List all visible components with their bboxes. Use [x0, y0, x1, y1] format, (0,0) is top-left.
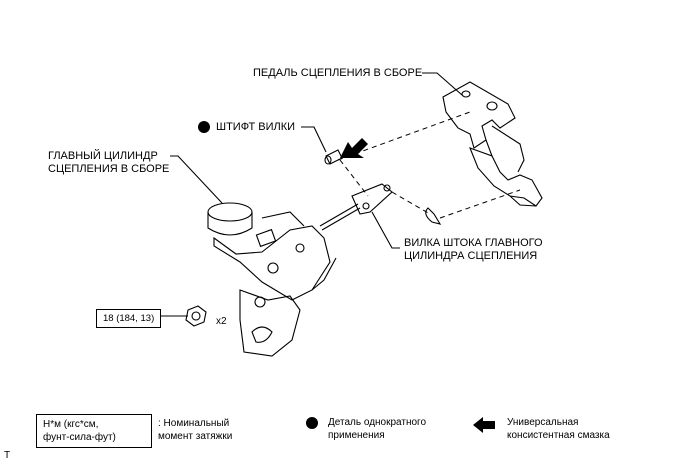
torque-value-box: 18 (184, 13): [96, 309, 162, 328]
label-push-rod-clevis-2: ЦИЛИНДРА СЦЕПЛЕНИЯ: [404, 250, 538, 262]
legend-grease-2: консистентная смазка: [507, 430, 610, 441]
legend-nonreusable-2: применения: [328, 430, 385, 441]
legend-torque-unit-2: фунт-сила-фут): [43, 432, 116, 443]
legend-torque-unit-1: Н*м (кгс*см,: [43, 419, 99, 430]
clutch-pedal-drawing: [442, 81, 543, 207]
label-master-cylinder-2: СЦЕПЛЕНИЯ В СБОРЕ: [48, 163, 170, 175]
quantity-label: x2: [216, 316, 227, 327]
master-cylinder-drawing: [207, 202, 337, 357]
grease-arrow-icon: [340, 138, 368, 158]
label-clutch-pedal: ПЕДАЛЬ СЦЕПЛЕНИЯ В СБОРЕ: [253, 67, 423, 79]
legend-torque-desc-2: момент затяжки: [158, 431, 233, 442]
legend-nonreusable-dot-icon: [306, 417, 318, 429]
legend-grease-1: Универсальная: [507, 417, 579, 428]
clevis-pin-drawing: [324, 149, 343, 165]
nonreusable-dot-icon: [198, 121, 210, 133]
footer-code: T: [4, 450, 11, 461]
label-push-rod-clevis-1: ВИЛКА ШТОКА ГЛАВНОГО: [404, 237, 543, 249]
nut-drawing: [185, 305, 207, 327]
push-rod-drawing: [319, 183, 393, 231]
legend-torque-desc-1: : Номинальный: [158, 418, 230, 429]
legend-grease-arrow-icon: [473, 417, 495, 433]
legend-torque-unit-box: Н*м (кгс*см, фунт-сила-фут): [36, 414, 152, 448]
label-clevis-pin: ШТИФТ ВИЛКИ: [216, 121, 296, 133]
label-master-cylinder-1: ГЛАВНЫЙ ЦИЛИНДР: [48, 150, 158, 162]
clip-drawing: [425, 207, 442, 225]
legend-nonreusable-1: Деталь однократного: [328, 417, 427, 428]
